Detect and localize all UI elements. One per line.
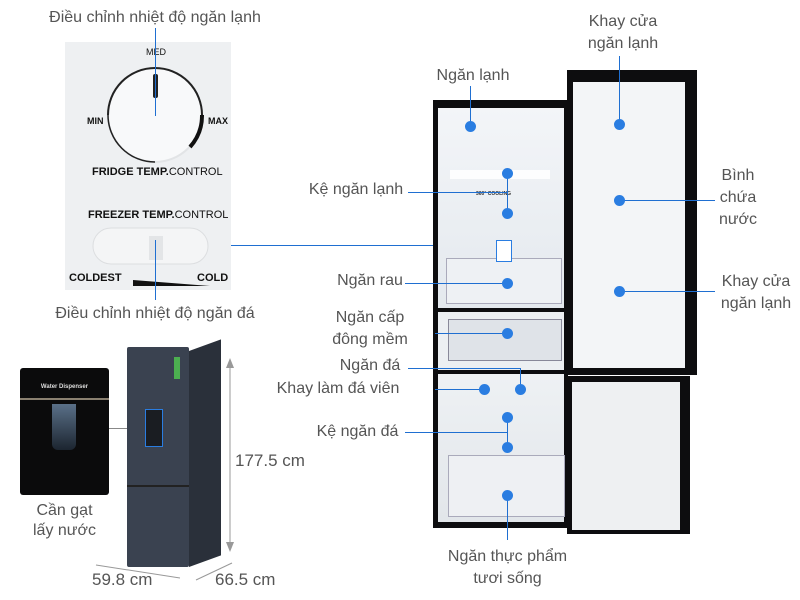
fridge-front-closed: [127, 347, 189, 567]
fridge-control-bold: FRIDGE TEMP.: [92, 166, 169, 178]
dimension-width: 59.8 cm: [92, 570, 153, 589]
callout-dot: [501, 441, 513, 453]
label-vegetable-drawer: Ngăn rau: [337, 272, 403, 289]
label-fresh-food-1: Ngăn thực phẩm: [447, 548, 568, 565]
dial-med: MED: [146, 47, 166, 57]
leader-line: [231, 245, 499, 246]
cooling-text: 360° COOLING: [476, 191, 512, 197]
callout-dot: [478, 383, 490, 395]
label-water-tank-2: chứa: [719, 189, 757, 206]
dial-min: MIN: [87, 116, 104, 126]
coldest-label: COLDEST: [69, 272, 122, 284]
fridge-door-open: [567, 70, 697, 375]
dimension-depth: 66.5 cm: [215, 570, 276, 589]
dial-max: MAX: [208, 116, 228, 126]
thermostat-icon: [496, 240, 512, 262]
fridge-temp-control-label: Điều chỉnh nhiệt độ ngăn lạnh: [49, 9, 261, 26]
label-fridge-compartment: Ngăn lạnh: [436, 67, 510, 84]
label-soft-freeze-1: Ngăn cấp: [335, 309, 405, 326]
label-door-tray-top-1: Khay cửa: [588, 13, 658, 30]
label-freezer-shelf: Kệ ngăn đá: [316, 423, 399, 440]
label-water-tank-3: nước: [718, 211, 758, 228]
label-freezer: Ngăn đá: [339, 357, 401, 374]
fresh-food-drawer: [448, 455, 565, 517]
freezer-door-open: [567, 376, 690, 534]
label-fresh-food-2: tươi sống: [473, 570, 542, 587]
callout-dot: [613, 118, 625, 130]
callout-dot: [613, 285, 625, 297]
leader-line: [155, 240, 156, 300]
callout-dot: [501, 207, 513, 219]
callout-dot: [501, 167, 513, 179]
callout-dot: [613, 194, 625, 206]
control-panel-image: MED MIN MAX FRIDGE TEMP.CONTROL FREEZER …: [65, 42, 231, 290]
callout-dot: [514, 383, 526, 395]
callout-dot: [501, 489, 513, 501]
callout-dot: [501, 327, 513, 339]
callout-dot: [501, 411, 513, 423]
water-dispenser-closeup: Water Dispenser: [20, 368, 109, 495]
fridge-side: [189, 339, 221, 567]
dispenser-lever: [52, 404, 76, 450]
open-fridge-body: 360° COOLING: [433, 100, 568, 528]
label-water-tank-1: Bình: [721, 167, 755, 184]
label-fridge-shelf: Kệ ngăn lạnh: [308, 181, 404, 198]
freezer-control-bold: FREEZER TEMP.: [88, 209, 175, 221]
callout-dot: [464, 120, 476, 132]
label-ice-tray: Khay làm đá viên: [276, 380, 400, 397]
freezer-temp-control-label: Điều chỉnh nhiệt độ ngăn đá: [55, 305, 255, 322]
leader-line: [155, 28, 156, 116]
label-door-tray-bottom-2: ngăn lạnh: [720, 295, 792, 312]
label-door-tray-top-2: ngăn lạnh: [587, 35, 659, 52]
label-soft-freeze-2: đông mềm: [332, 331, 408, 348]
temperature-dial-icon: [92, 67, 210, 286]
dispenser-label-1: Cần gạt: [36, 502, 93, 519]
soft-freeze-drawer: [448, 319, 562, 361]
freezer-control-rest: CONTROL: [174, 209, 229, 221]
dimension-height: 177.5 cm: [235, 451, 305, 470]
dispenser-panel-text: Water Dispenser: [40, 384, 89, 390]
callout-dot: [501, 277, 513, 289]
label-door-tray-bottom-1: Khay cửa: [721, 273, 791, 290]
fridge-control-rest: CONTROL: [168, 166, 223, 178]
dispenser-label-2: lấy nước: [33, 522, 96, 539]
cold-label: COLD: [197, 272, 229, 284]
